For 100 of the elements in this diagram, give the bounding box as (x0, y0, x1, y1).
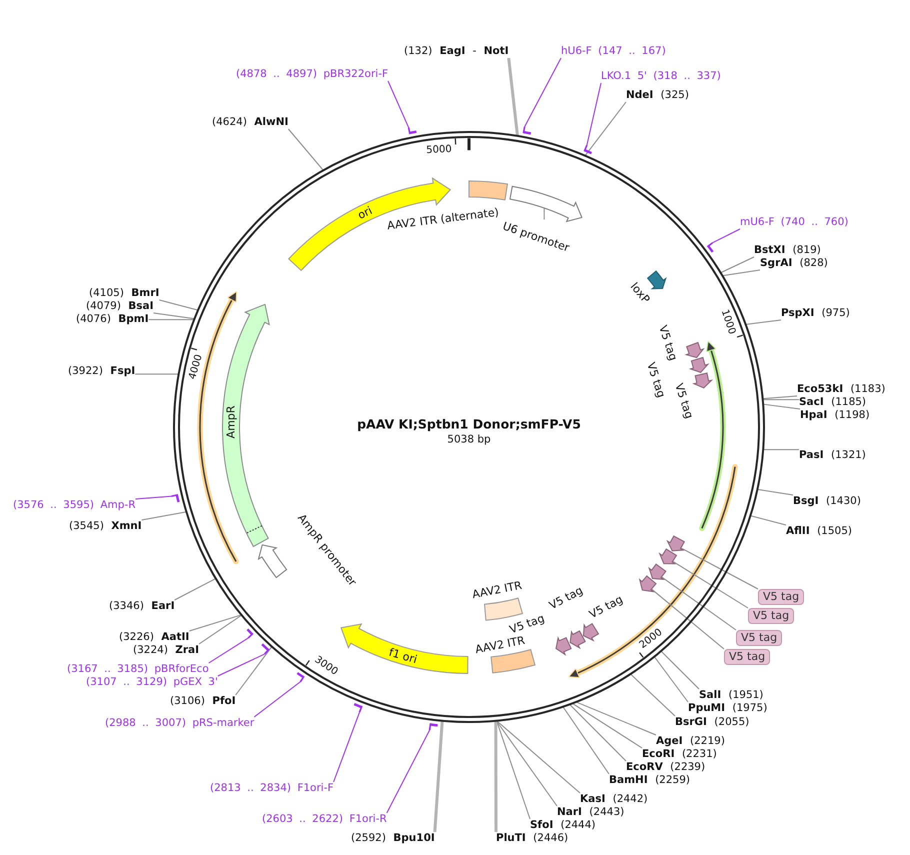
primer-binding-mark (169, 493, 181, 504)
sequence-feature (508, 185, 583, 223)
leader-line (763, 404, 800, 410)
feature-label: V5 tag (644, 360, 668, 400)
leader-line (651, 588, 724, 650)
leader-line (333, 712, 360, 782)
restriction-site-label: PasI (1321) (799, 449, 866, 462)
sequence-feature (666, 535, 686, 552)
restriction-site-label: (4624) AlwNI (212, 116, 288, 129)
leader-line (660, 651, 700, 690)
primer-binding-mark (407, 126, 418, 136)
tick-label: 1000 (718, 308, 737, 336)
primer-binding-mark (582, 143, 593, 155)
leader-line (572, 703, 642, 748)
restriction-site-label: (3545) XmnI (69, 520, 142, 533)
feature-tag: V5 tag (724, 649, 770, 665)
feature-label: AAV2 ITR (474, 634, 526, 656)
sequence-feature (658, 548, 678, 565)
feature-label: f1 ori (387, 646, 419, 666)
leader-line (570, 704, 626, 762)
primer-label: hU6-F (147 .. 167) (561, 45, 666, 58)
feature-label: V5 tag (587, 592, 625, 622)
leader-line (720, 256, 754, 273)
leader-line (158, 300, 198, 311)
leader-line (750, 515, 786, 526)
restriction-site-label: SgrAI (828) (760, 257, 828, 270)
sequence-feature (648, 563, 667, 581)
tick-label: 5000 (426, 144, 452, 156)
restriction-site-label: EcoRI (2231) (642, 748, 717, 761)
leader-line (680, 548, 758, 590)
restriction-site-label: (3106) PfoI (170, 695, 236, 708)
restriction-site-label: SacI (1185) (799, 396, 866, 409)
leader-line (507, 58, 519, 136)
primer-label: (2603 .. 2622) F1ori-R (262, 813, 387, 826)
leader-line (544, 208, 545, 220)
leader-line (235, 646, 272, 696)
leader-line (576, 702, 656, 736)
leader-line (217, 654, 266, 676)
feature-label: AmpR (224, 406, 238, 438)
primer-label: (2813 .. 2834) F1ori-F (210, 782, 334, 795)
feature-tag: V5 tag (758, 589, 804, 605)
restriction-site-label: (2592) Bpu10I (351, 832, 435, 845)
primer-binding-mark (428, 721, 440, 732)
leader-line (198, 614, 242, 644)
primer-label: mU6-F (740 .. 760) (740, 216, 848, 229)
leader-line (174, 578, 216, 600)
restriction-site-label: BsgI (1430) (793, 495, 861, 508)
primer-label: (2988 .. 3007) pRS-marker (105, 717, 254, 730)
leader-line (433, 721, 444, 832)
primer-label: (4878 .. 4897) pBR322ori-F (236, 68, 388, 81)
restriction-site-label: AgeI (2219) (656, 735, 725, 748)
feature-label: AAV2 ITR (alternate) (386, 206, 500, 232)
restriction-site-label: (132) EagI - NotI (404, 45, 509, 58)
restriction-site-label: SalI (1951) (699, 689, 764, 702)
sequence-feature (638, 574, 658, 593)
primer-label: LKO.1 5' (318 .. 337) (601, 70, 721, 83)
feature-tag: V5 tag (748, 608, 794, 624)
primer-binding-mark (245, 627, 255, 640)
leader-line (762, 399, 800, 400)
feature-label: ori (356, 204, 374, 222)
leader-line (524, 58, 562, 128)
leader-line (672, 561, 748, 608)
feature-label: V5 tag (547, 584, 585, 612)
primer-label: (3576 .. 3595) Amp-R (13, 499, 136, 512)
leader-line (496, 720, 558, 806)
feature-tag: V5 tag (736, 630, 782, 646)
restriction-site-label: (4076) BpmI (76, 313, 149, 326)
restriction-site-label: (4105) BmrI (89, 287, 160, 300)
primer-binding-mark (295, 671, 306, 684)
tick-label: 4000 (188, 354, 206, 382)
leader-line (586, 82, 602, 146)
restriction-site-label: NdeI (325) (626, 89, 689, 102)
leader-line (188, 614, 242, 632)
restriction-site-label: (4079) BsaI (86, 300, 154, 313)
restriction-site-label: (3224) ZraI (133, 644, 200, 657)
primer-label: (3107 .. 3129) pGEX 3' (86, 676, 218, 689)
primer-binding-mark (705, 241, 715, 254)
restriction-site-label: BstXI (819) (754, 244, 821, 257)
restriction-site-label: PluTI (2446) (496, 832, 568, 845)
leader-line (584, 102, 626, 156)
restriction-site-label: (3346) EarI (109, 600, 175, 613)
feature-label: V5 tag (656, 324, 680, 362)
leader-line (386, 729, 430, 814)
restriction-site-label: BamHI (2259) (609, 774, 690, 787)
leader-line (722, 270, 760, 276)
sequence-length-label: 5038 bp (447, 434, 491, 446)
leader-line (208, 638, 249, 664)
leader-line (746, 320, 782, 325)
primer-binding-mark (521, 125, 533, 135)
feature-label: AAV2 ITR (471, 578, 523, 602)
primer-label: (3167 .. 3185) pBRforEco (67, 663, 209, 676)
leader-line (661, 576, 736, 630)
restriction-site-label: HpaI (1198) (800, 409, 870, 422)
restriction-site-label: Eco53kI (1183) (797, 383, 886, 396)
restriction-site-label: AflII (1505) (786, 525, 852, 538)
leader-line (141, 511, 186, 520)
leader-line (134, 374, 179, 375)
restriction-site-label: (3226) AatII (119, 631, 190, 644)
leader-line (762, 396, 798, 400)
restriction-site-label: PpuMI (1975) (688, 702, 768, 715)
